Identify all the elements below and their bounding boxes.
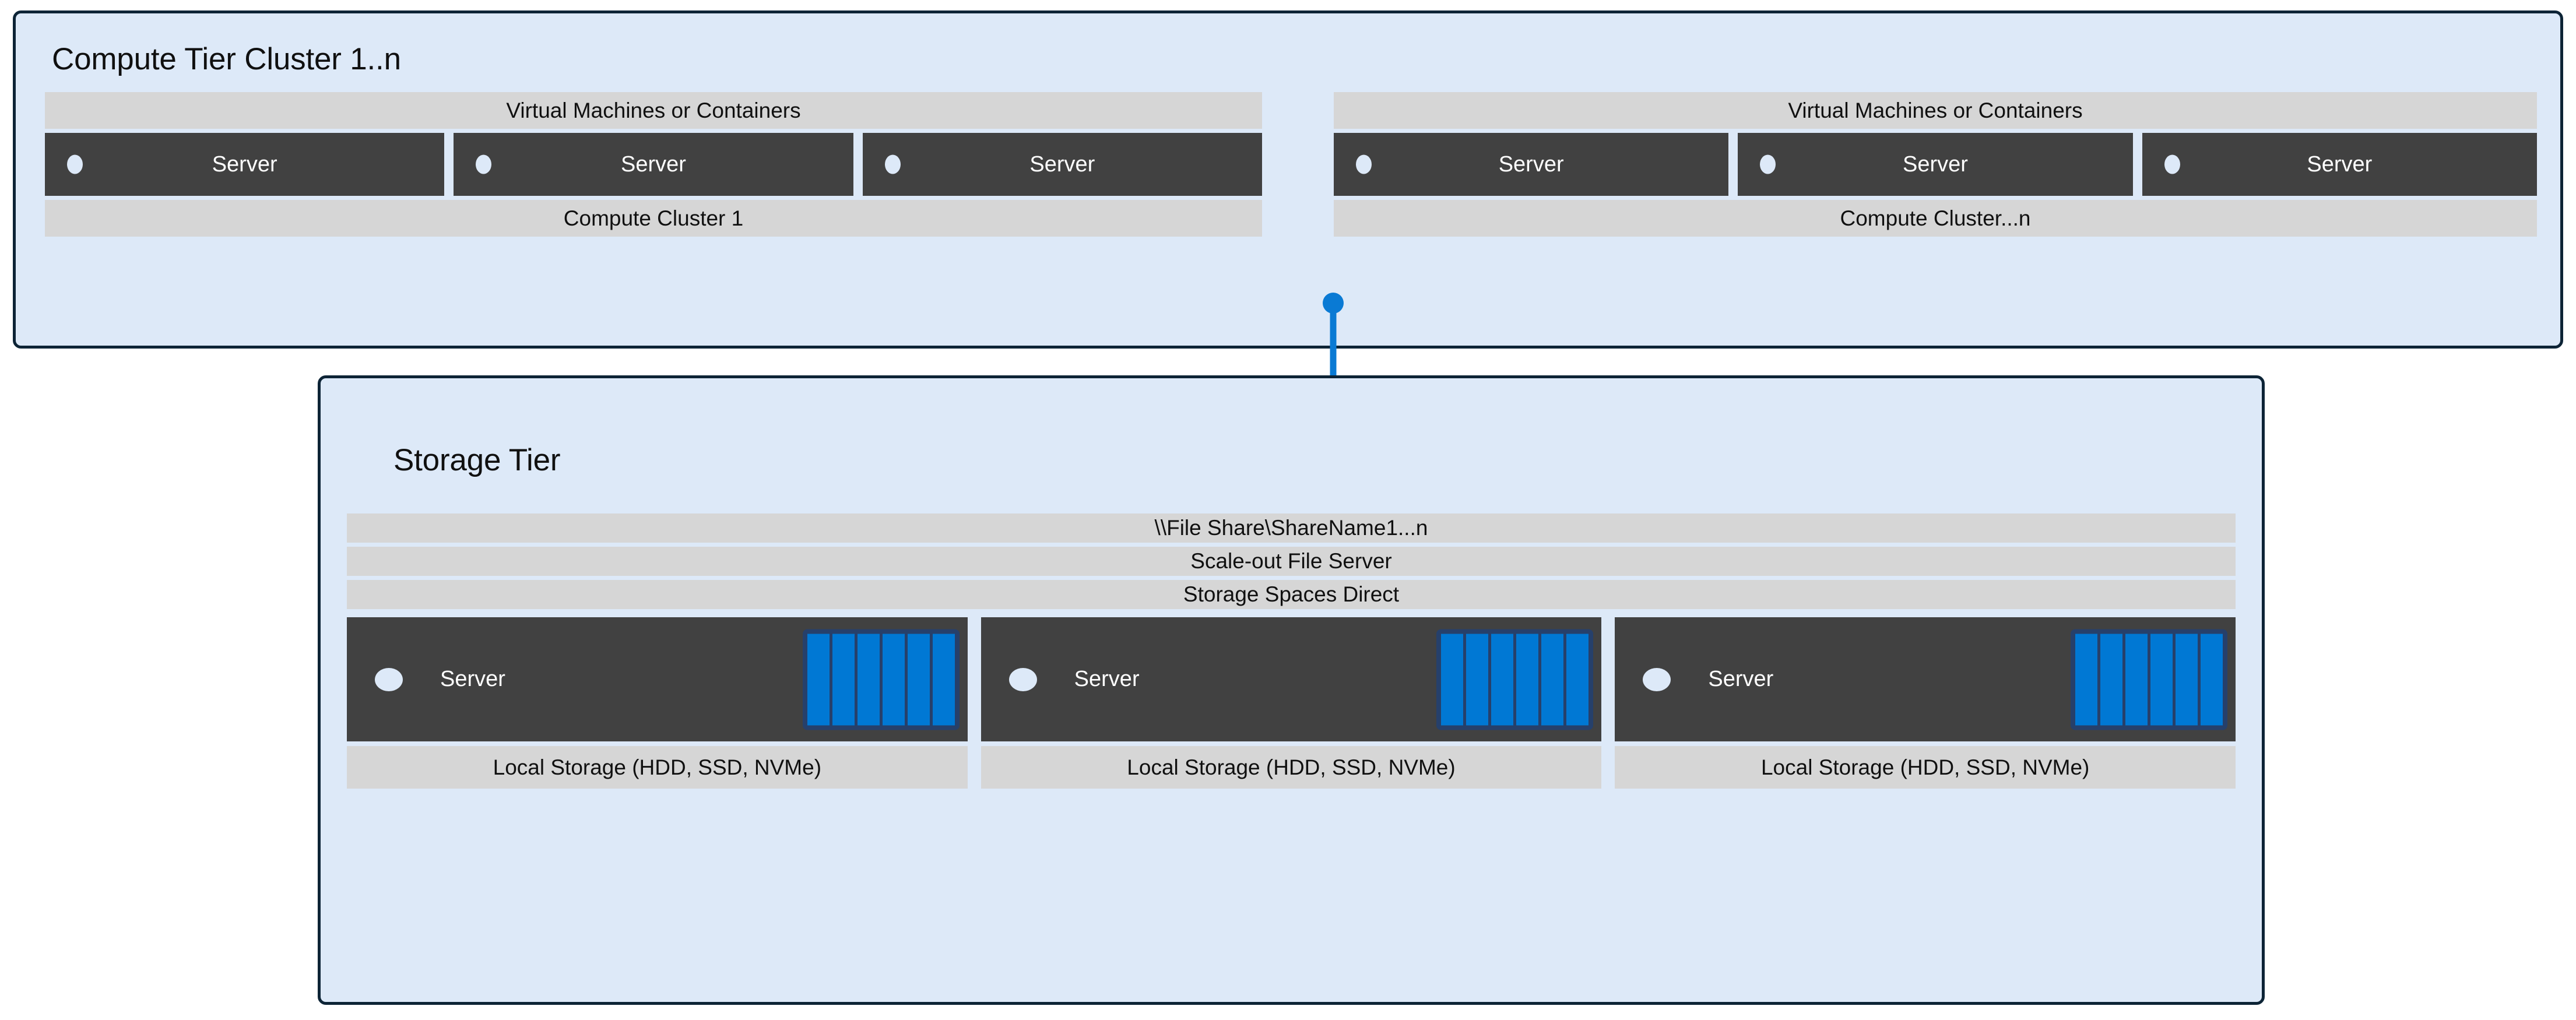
disk-bay: [1491, 634, 1514, 725]
disk-bay: [807, 634, 830, 725]
status-led-icon: [67, 154, 83, 174]
disk-bay: [1441, 634, 1464, 725]
server-label: Server: [621, 152, 686, 177]
server-label: Server: [1029, 152, 1095, 177]
disk-bay: [907, 634, 930, 725]
status-led-icon: [1356, 154, 1372, 174]
disk-bay: [857, 634, 880, 725]
disk-bay: [2176, 634, 2198, 725]
compute-tier-title: Compute Tier Cluster 1..n: [52, 42, 401, 76]
storage-server-chassis[interactable]: Server: [347, 617, 968, 741]
cluster-n-name-label: Compute Cluster...n: [1334, 200, 2537, 237]
server-label: Server: [1498, 152, 1564, 177]
disk-bay: [1466, 634, 1489, 725]
compute-server[interactable]: Server: [862, 133, 1262, 196]
disk-bay: [2125, 634, 2148, 725]
status-led-icon: [1760, 154, 1776, 174]
status-led-icon: [884, 154, 901, 174]
cluster-1-server-row: Server Server Server: [45, 133, 1262, 196]
storage-spaces-direct-layer: Storage Spaces Direct: [347, 580, 2236, 609]
storage-tier-panel: Storage Tier \\File Share\ShareName1...n…: [318, 375, 2265, 1005]
local-storage-label: Local Storage (HDD, SSD, NVMe): [347, 746, 968, 789]
disk-bay: [2075, 634, 2098, 725]
compute-server[interactable]: Server: [1334, 133, 1729, 196]
compute-cluster-n: Virtual Machines or Containers Server Se…: [1334, 92, 2537, 237]
status-led-icon: [1008, 667, 1037, 691]
disk-bay: [832, 634, 855, 725]
storage-service-stack: \\File Share\ShareName1...n Scale-out Fi…: [347, 513, 2236, 609]
disk-array: [1436, 629, 1594, 730]
disk-bay: [882, 634, 905, 725]
cluster-n-workload-label: Virtual Machines or Containers: [1334, 92, 2537, 129]
server-label: Server: [2307, 152, 2373, 177]
status-led-icon: [476, 154, 492, 174]
cluster-1-name-label: Compute Cluster 1: [45, 200, 1262, 237]
local-storage-label: Local Storage (HDD, SSD, NVMe): [1615, 746, 2236, 789]
status-led-icon: [2164, 154, 2180, 174]
storage-server-chassis[interactable]: Server: [981, 617, 1602, 741]
storage-tier-title: Storage Tier: [393, 443, 561, 477]
compute-server[interactable]: Server: [45, 133, 445, 196]
disk-bay: [932, 634, 955, 725]
server-label: Server: [212, 152, 277, 177]
file-share-layer: \\File Share\ShareName1...n: [347, 513, 2236, 543]
server-label: Server: [1903, 152, 1968, 177]
compute-server[interactable]: Server: [454, 133, 853, 196]
disk-bay: [1566, 634, 1589, 725]
disk-bay: [1541, 634, 1564, 725]
storage-node[interactable]: Server Local Storage (HDD, SSD, NVMe): [981, 617, 1602, 789]
disk-array: [2071, 629, 2228, 730]
disk-array: [802, 629, 960, 730]
server-label: Server: [1074, 667, 1140, 691]
disk-bay: [2100, 634, 2123, 725]
status-led-icon: [1643, 667, 1671, 691]
compute-tier-panel: Compute Tier Cluster 1..n Virtual Machin…: [13, 10, 2563, 349]
local-storage-label: Local Storage (HDD, SSD, NVMe): [981, 746, 1602, 789]
disk-bay: [2201, 634, 2223, 725]
server-label: Server: [440, 667, 505, 691]
storage-node[interactable]: Server Local Storage (HDD, SSD, NVMe): [347, 617, 968, 789]
cluster-n-server-row: Server Server Server: [1334, 133, 2537, 196]
status-led-icon: [375, 667, 403, 691]
server-label: Server: [1708, 667, 1774, 691]
storage-server-chassis[interactable]: Server: [1615, 617, 2236, 741]
storage-node-row: Server Local Storage (HDD, SSD, NVMe): [347, 617, 2236, 789]
storage-node[interactable]: Server Local Storage (HDD, SSD, NVMe): [1615, 617, 2236, 789]
cluster-1-workload-label: Virtual Machines or Containers: [45, 92, 1262, 129]
compute-cluster-1: Virtual Machines or Containers Server Se…: [45, 92, 1262, 237]
disk-bay: [1516, 634, 1539, 725]
compute-server[interactable]: Server: [1738, 133, 2133, 196]
disk-bay: [2150, 634, 2173, 725]
scale-out-file-server-layer: Scale-out File Server: [347, 547, 2236, 576]
compute-server[interactable]: Server: [2142, 133, 2537, 196]
